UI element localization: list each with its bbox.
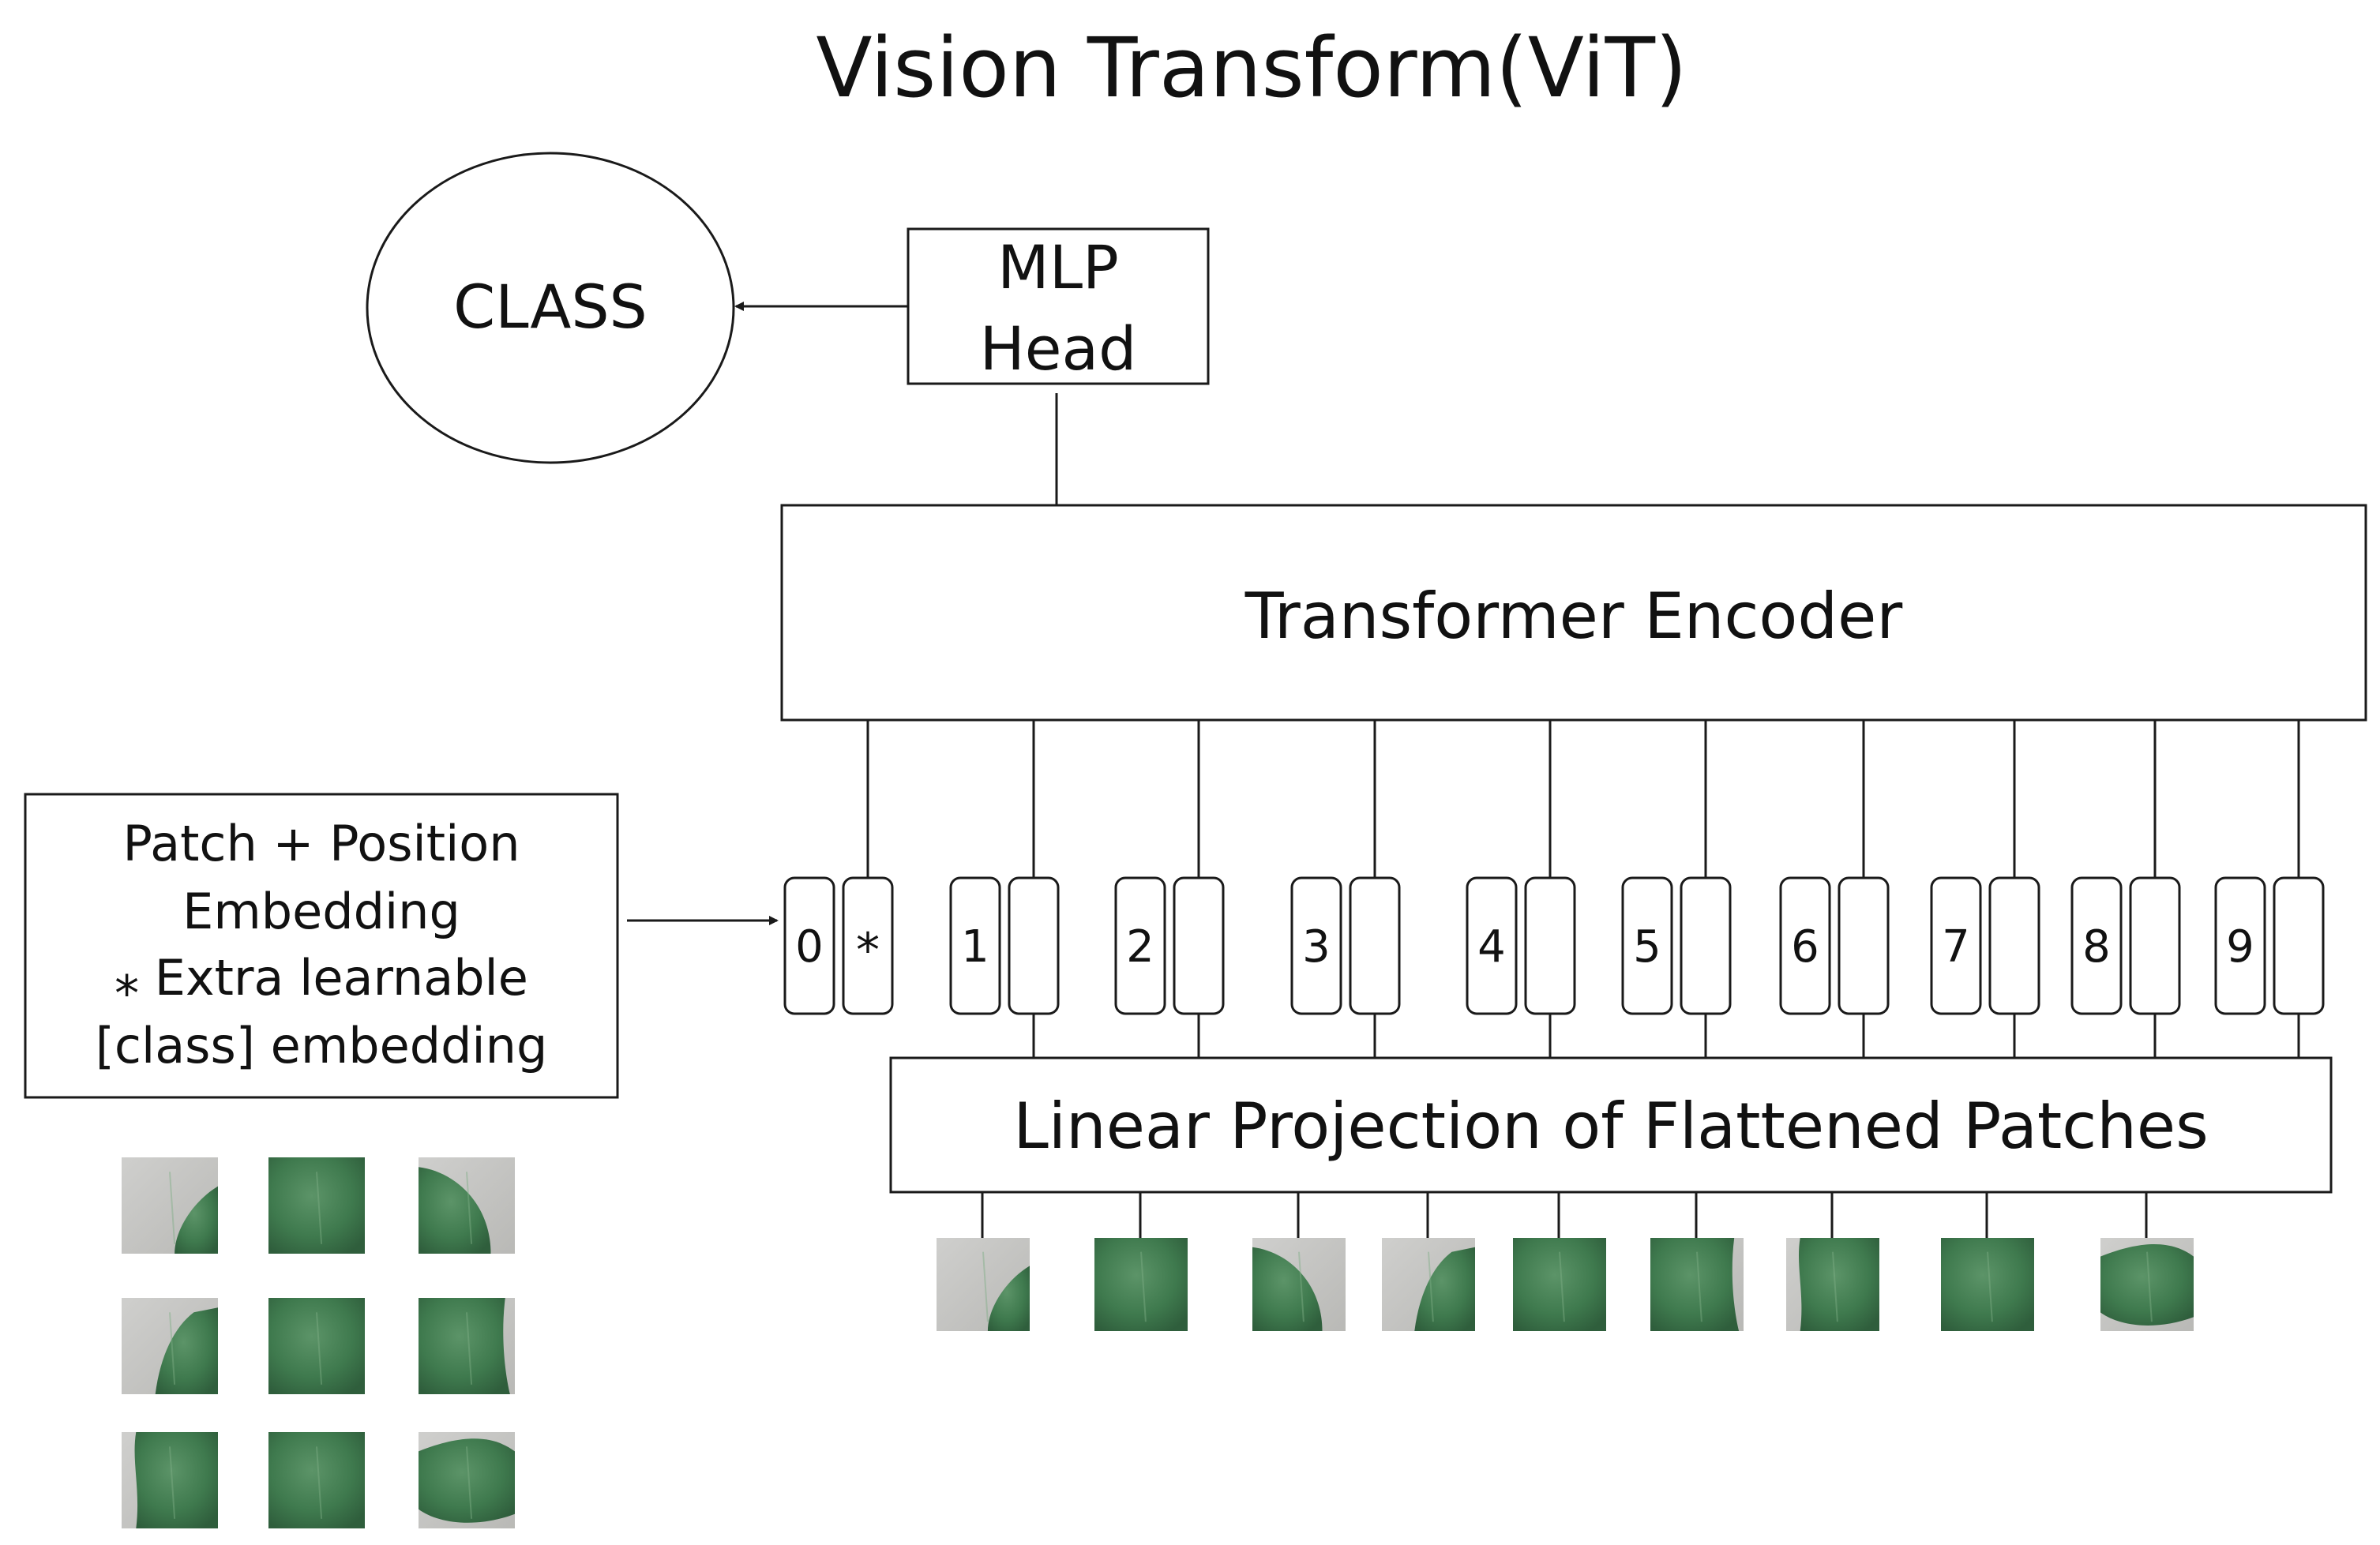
token-pair: 1 bbox=[949, 720, 1060, 1058]
token-pair: 2 bbox=[1114, 720, 1225, 1058]
position-embedding-box bbox=[1466, 876, 1518, 1015]
patch-embedding-box bbox=[1349, 876, 1401, 1015]
linear-projection-box bbox=[889, 1056, 2333, 1194]
leaf-patch bbox=[937, 1238, 1030, 1331]
embedding-note-line-1: Patch + Position bbox=[122, 815, 520, 872]
diagram-title: Vision Transform(ViT) bbox=[816, 20, 1687, 116]
patch-embedding-box bbox=[1988, 876, 2040, 1015]
patch-embedding-box bbox=[1680, 876, 1732, 1015]
leaf-patch bbox=[268, 1157, 365, 1254]
position-index-label: 2 bbox=[1126, 921, 1154, 973]
token-pair: 0* bbox=[783, 720, 894, 1015]
token-pair: 8 bbox=[2070, 720, 2181, 1058]
position-embedding-box bbox=[949, 876, 1001, 1015]
class-ellipse bbox=[366, 152, 735, 464]
token-pair: 7 bbox=[1930, 720, 2040, 1058]
position-embedding-box bbox=[2214, 876, 2266, 1015]
position-index-label: 7 bbox=[1942, 921, 1970, 973]
leaf-patch bbox=[419, 1157, 515, 1254]
position-index-label: 4 bbox=[1477, 921, 1506, 973]
class-token-marker: * bbox=[856, 923, 880, 978]
class-label: CLASS bbox=[453, 272, 648, 342]
position-index-label: 3 bbox=[1302, 921, 1331, 973]
leaf-patch bbox=[1786, 1238, 1879, 1331]
leaf-patch bbox=[122, 1157, 218, 1254]
position-embedding-box bbox=[2070, 876, 2123, 1015]
position-index-label: 9 bbox=[2226, 921, 2254, 973]
leaf-patch bbox=[1382, 1238, 1475, 1331]
position-index-label: 5 bbox=[1633, 921, 1661, 973]
token-pair: 4 bbox=[1466, 720, 1576, 1058]
position-embedding-box bbox=[783, 876, 835, 1015]
token-pair: 5 bbox=[1621, 720, 1732, 1058]
patch-embedding-box bbox=[1173, 876, 1225, 1015]
transformer-encoder-label: Transformer Encoder bbox=[1244, 579, 1903, 653]
position-index-label: 6 bbox=[1791, 921, 1819, 973]
leaf-patch bbox=[1941, 1238, 2034, 1331]
position-index-label: 8 bbox=[2082, 921, 2111, 973]
embedding-note-box bbox=[24, 793, 619, 1099]
token-pair: 3 bbox=[1290, 720, 1401, 1058]
token-pair: 6 bbox=[1779, 720, 1890, 1058]
token-pair: 9 bbox=[2214, 720, 2325, 1058]
mlp-head-label-line2: Head bbox=[980, 313, 1137, 384]
embedding-note-line-4: [class] embedding bbox=[96, 1017, 548, 1074]
patch-embedding-box bbox=[1008, 876, 1060, 1015]
source-patch-grid bbox=[122, 1157, 515, 1528]
leaf-patch bbox=[1650, 1238, 1744, 1331]
leaf-patch bbox=[268, 1298, 365, 1394]
leaf-patch bbox=[122, 1432, 218, 1528]
position-index-label: 1 bbox=[961, 921, 989, 973]
position-embedding-box bbox=[1779, 876, 1831, 1015]
leaf-patch bbox=[268, 1432, 365, 1528]
position-embedding-box bbox=[1290, 876, 1342, 1015]
patch-embedding-box bbox=[1838, 876, 1890, 1015]
input-patch-row bbox=[937, 1192, 2194, 1331]
position-embedding-box bbox=[1621, 876, 1673, 1015]
leaf-patch bbox=[419, 1298, 515, 1394]
leaf-patch bbox=[419, 1432, 515, 1528]
linear-projection-label: Linear Projection of Flattened Patches bbox=[1013, 1089, 2209, 1163]
patch-embedding-box bbox=[2129, 876, 2181, 1015]
transformer-encoder-box bbox=[780, 504, 2367, 722]
mlp-head-box bbox=[907, 227, 1210, 385]
leaf-patch bbox=[1252, 1238, 1346, 1331]
position-index-label: 0 bbox=[795, 921, 824, 973]
leaf-patch bbox=[122, 1298, 218, 1394]
patch-embedding-box bbox=[1524, 876, 1576, 1015]
leaf-patch bbox=[2100, 1238, 2194, 1331]
leaf-patch bbox=[1513, 1238, 1606, 1331]
embedding-note-line-2: Embedding bbox=[182, 883, 460, 940]
position-embedding-box bbox=[1930, 876, 1982, 1015]
patch-embedding-box bbox=[2273, 876, 2325, 1015]
mlp-head-label-line1: MLP bbox=[997, 232, 1119, 302]
position-embedding-box bbox=[1114, 876, 1166, 1015]
leaf-patch bbox=[1094, 1238, 1188, 1331]
embedding-note-line-3: ⁎ Extra learnable bbox=[114, 949, 528, 1007]
